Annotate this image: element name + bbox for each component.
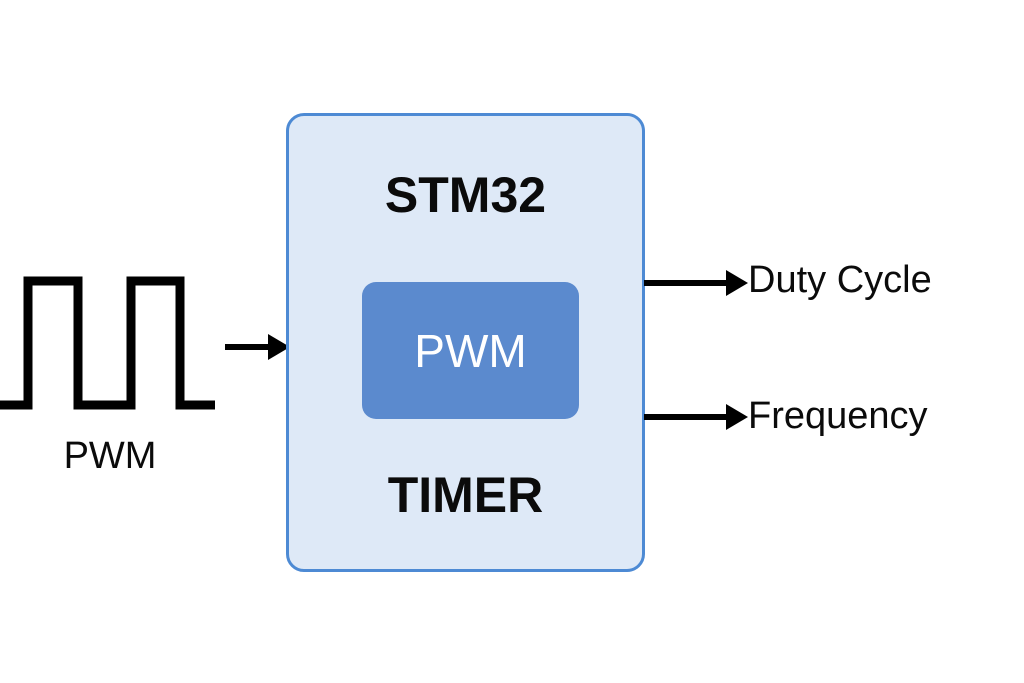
pwm-peripheral-block: PWM bbox=[362, 282, 579, 419]
output-label-frequency: Frequency bbox=[748, 395, 928, 437]
waveform-path bbox=[0, 276, 215, 410]
mcu-title: STM32 bbox=[384, 167, 547, 223]
input-arrow bbox=[225, 334, 290, 360]
input-signal-label: PWM bbox=[63, 435, 157, 477]
input-pwm-waveform bbox=[0, 276, 215, 410]
pwm-block-label: PWM bbox=[414, 324, 527, 377]
duty-cycle-arrow bbox=[644, 270, 748, 296]
output-label-duty-cycle: Duty Cycle bbox=[748, 259, 932, 301]
mcu-subtitle: TIMER bbox=[387, 467, 544, 523]
frequency-arrow bbox=[644, 404, 748, 430]
